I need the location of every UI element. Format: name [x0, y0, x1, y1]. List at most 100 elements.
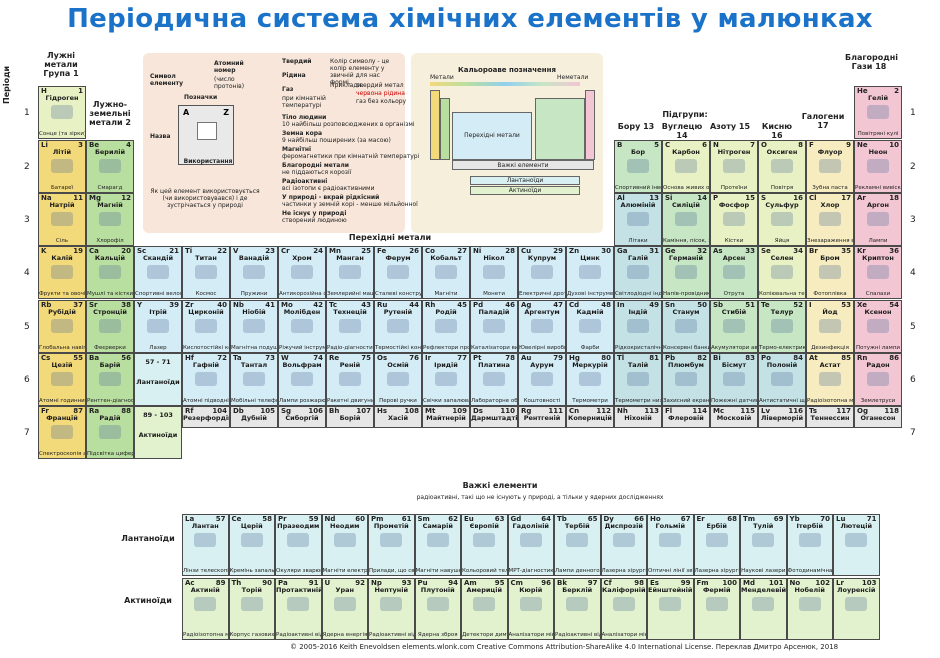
- element-cell-ag[interactable]: Ag47АргентумЮвелірні вироби: [518, 300, 566, 353]
- element-cell-ar[interactable]: Ar18АргонЛампи: [854, 193, 902, 246]
- element-cell-ca[interactable]: Ca20КальційМушлі та кістки: [86, 246, 134, 299]
- element-cell-br[interactable]: Br35БромФотоплівка: [806, 246, 854, 299]
- element-cell-kr[interactable]: Kr36КриптонСпалахи: [854, 246, 902, 299]
- element-cell-sg[interactable]: Sg106Сиборгій: [278, 406, 326, 428]
- element-cell-pr[interactable]: Pr59ПразеодимОкуляри зварювальника: [275, 514, 322, 576]
- element-cell-ba[interactable]: Ba56БарійРентген-діагностика: [86, 353, 134, 406]
- element-cell-b[interactable]: B5БорСпортивний інвентар: [614, 140, 662, 193]
- element-cell-yb[interactable]: Yb70ІтербійФотодинамічна медицина: [786, 514, 833, 576]
- element-cell-co[interactable]: Co27КобальтМагніти: [422, 246, 470, 299]
- element-cell-fe[interactable]: Fe26ФерумСталеві конструкції: [374, 246, 422, 299]
- element-cell-ac[interactable]: Ac89АктинійРадіоізотопна медицина: [182, 578, 229, 640]
- element-cell-cu[interactable]: Cu29КупрумЕлектричні дроти: [518, 246, 566, 299]
- element-cell-og[interactable]: Og118Оганесон: [854, 406, 902, 428]
- element-cell-sb[interactable]: Sb51СтибійАкумулятори автомобілів: [710, 300, 758, 353]
- element-cell-at[interactable]: At85АстатРадіоізотопна медицина: [806, 353, 854, 406]
- element-cell-li[interactable]: Li3ЛітійБатареї: [38, 140, 86, 193]
- element-cell-au[interactable]: Au79АурумКоштовності: [518, 353, 566, 406]
- element-cell-lv[interactable]: Lv116Ліверморій: [758, 406, 806, 428]
- element-cell-po[interactable]: Po84ПолонійАнтистатичні щітки: [758, 353, 806, 406]
- element-cell-h[interactable]: H1ГідрогенСонце (та зірки): [38, 86, 86, 139]
- element-cell-pb[interactable]: Pb82ПлюмбумЗахисний екран: [662, 353, 710, 406]
- element-cell-cf[interactable]: Cf98КаліфорнійАналізатори мінералів: [600, 578, 647, 640]
- element-cell-nd[interactable]: Nd60НеодимМагніти електромоторів: [321, 514, 368, 576]
- element-cell-eu[interactable]: Eu63ЄвропійКольоровий телевізор: [461, 514, 508, 576]
- element-cell-sc[interactable]: Sc21СкандійСпортивні велосипеди: [134, 246, 182, 299]
- element-cell-rn[interactable]: Rn86РадонЗемлетруси: [854, 353, 902, 406]
- element-cell-ge[interactable]: Ge32ГерманійНапів-провідники: [662, 246, 710, 299]
- element-cell-f[interactable]: F9ФлуорЗубна паста: [806, 140, 854, 193]
- element-cell-nb[interactable]: Nb41НіобійМагнітна подушка: [230, 300, 278, 353]
- element-cell-ga[interactable]: Ga31ГалійСвітлодіодні індикатори: [614, 246, 662, 299]
- element-cell-w[interactable]: W74ВольфрамЛампи розжарювання: [278, 353, 326, 406]
- element-cell-mn[interactable]: Mn25МанганЗемлерийні машини: [326, 246, 374, 299]
- element-cell-pd[interactable]: Pd46ПаладійКаталізатори вихлопів: [470, 300, 518, 353]
- lanthanoid-range-cell[interactable]: 57 - 71Лантаноїди: [134, 353, 182, 406]
- element-cell-la[interactable]: La57ЛантанЛінзи телескопів: [182, 514, 229, 576]
- element-cell-rg[interactable]: Rg111Рентгеній: [518, 406, 566, 428]
- element-cell-cn[interactable]: Cn112Коперницій: [566, 406, 614, 428]
- element-cell-db[interactable]: Db105Дубній: [230, 406, 278, 428]
- element-cell-ts[interactable]: Ts117Теннессин: [806, 406, 854, 428]
- element-cell-sn[interactable]: Sn50СтанумКонсервні банки: [662, 300, 710, 353]
- element-cell-fm[interactable]: Fm100Фермій: [693, 578, 740, 640]
- element-cell-sm[interactable]: Sm62СамарійМагніти навушників: [414, 514, 461, 576]
- element-cell-as[interactable]: As33АрсенОтрута: [710, 246, 758, 299]
- element-cell-mg[interactable]: Mg12МагнійХлорофіл: [86, 193, 134, 246]
- element-cell-nh[interactable]: Nh113Ніхоній: [614, 406, 662, 428]
- element-cell-p[interactable]: P15ФосфорКістки: [710, 193, 758, 246]
- element-cell-pt[interactable]: Pt78ПлатинаЛабораторне обладнання: [470, 353, 518, 406]
- element-cell-bi[interactable]: Bi83БісмутПожежні датчики: [710, 353, 758, 406]
- element-cell-te[interactable]: Te52ТелурТермо-електрика: [758, 300, 806, 353]
- element-cell-cs[interactable]: Cs55ЦезійАтомні годинники: [38, 353, 86, 406]
- element-cell-ds[interactable]: Ds110Дармштадтій: [470, 406, 518, 428]
- element-cell-zn[interactable]: Zn30ЦинкДухові інструменти: [566, 246, 614, 299]
- element-cell-bh[interactable]: Bh107Борій: [326, 406, 374, 428]
- element-cell-zr[interactable]: Zr40ЦирконійКислотостійкі конструкції: [182, 300, 230, 353]
- element-cell-cd[interactable]: Cd48КадмійФарби: [566, 300, 614, 353]
- element-cell-tc[interactable]: Tc43ТехнеційРадіо-діагностика: [326, 300, 374, 353]
- actinoid-range-cell[interactable]: 89 - 103Актиноїди: [134, 406, 182, 459]
- element-cell-os[interactable]: Os76ОсмійПерові ручки: [374, 353, 422, 406]
- element-cell-he[interactable]: He2ГелійПовітряні кулі: [854, 86, 902, 139]
- element-cell-be[interactable]: Be4БерилійСмарагд: [86, 140, 134, 193]
- element-cell-ho[interactable]: Ho67ГольмійОптичні лінії зв'язку: [647, 514, 694, 576]
- element-cell-ir[interactable]: Ir77ІридійСвічки запалювання: [422, 353, 470, 406]
- element-cell-y[interactable]: Y39ІтрійЛазер: [134, 300, 182, 353]
- element-cell-fl[interactable]: Fl114Флеровій: [662, 406, 710, 428]
- element-cell-sr[interactable]: Sr38СтронційФеєрверки: [86, 300, 134, 353]
- element-cell-si[interactable]: Si14СиліційКаміння, пісок, земля: [662, 193, 710, 246]
- element-cell-er[interactable]: Er68ЕрбійЛазерна хірургія: [693, 514, 740, 576]
- element-cell-hs[interactable]: Hs108Хасій: [374, 406, 422, 428]
- element-cell-lr[interactable]: Lr103Лоуренсій: [833, 578, 880, 640]
- element-cell-no[interactable]: No102Нобелій: [786, 578, 833, 640]
- element-cell-th[interactable]: Th90ТорійКорпус газових ламп: [228, 578, 275, 640]
- element-cell-lu[interactable]: Lu71Лютецій: [833, 514, 880, 576]
- element-cell-se[interactable]: Se34СеленКопіювальна техніка: [758, 246, 806, 299]
- element-cell-tm[interactable]: Tm69ТулійНаукові лазери: [740, 514, 787, 576]
- element-cell-cm[interactable]: Cm96КюрійАналізатори мінералів: [507, 578, 554, 640]
- element-cell-cr[interactable]: Cr24ХромАнтикорозійна сталь: [278, 246, 326, 299]
- element-cell-ni[interactable]: Ni28НіколМонети: [470, 246, 518, 299]
- element-cell-pa[interactable]: Pa91ПротактинійРадіоактивні відходи: [275, 578, 322, 640]
- element-cell-mc[interactable]: Mc115Московій: [710, 406, 758, 428]
- element-cell-gd[interactable]: Gd64ГадолінійМРТ-діагностика: [507, 514, 554, 576]
- element-cell-s[interactable]: S16СульфурЯйця: [758, 193, 806, 246]
- element-cell-tb[interactable]: Tb65ТербійЛампи денного світла: [554, 514, 601, 576]
- element-cell-md[interactable]: Md101Менделевій: [740, 578, 787, 640]
- element-cell-rb[interactable]: Rb37РубідійГлобальна навігація: [38, 300, 86, 353]
- element-cell-al[interactable]: Al13АлюмінійЛітаки: [614, 193, 662, 246]
- element-cell-c[interactable]: C6КарбонОснова живих організмів: [662, 140, 710, 193]
- element-cell-rf[interactable]: Rf104Резерфордій: [182, 406, 230, 428]
- element-cell-cl[interactable]: Cl17ХлорЗнезараження води: [806, 193, 854, 246]
- element-cell-k[interactable]: K19КалійФрукти та овочі: [38, 246, 86, 299]
- element-cell-dy[interactable]: Dy66ДиспрозійЛазерна хірургія: [600, 514, 647, 576]
- element-cell-ru[interactable]: Ru44РутенійТермостійкі контакти: [374, 300, 422, 353]
- element-cell-na[interactable]: Na11НатрійСіль: [38, 193, 86, 246]
- element-cell-pm[interactable]: Pm61ПрометійПрилади, що світяться: [368, 514, 415, 576]
- element-cell-am[interactable]: Am95АмериційДетектори диму: [461, 578, 508, 640]
- element-cell-np[interactable]: Np93НептунійРадіоактивні відходи: [368, 578, 415, 640]
- element-cell-hg[interactable]: Hg80МеркурійТермометри: [566, 353, 614, 406]
- element-cell-u[interactable]: U92УранЯдерна енергія: [321, 578, 368, 640]
- element-cell-mt[interactable]: Mt109Майтнерій: [422, 406, 470, 428]
